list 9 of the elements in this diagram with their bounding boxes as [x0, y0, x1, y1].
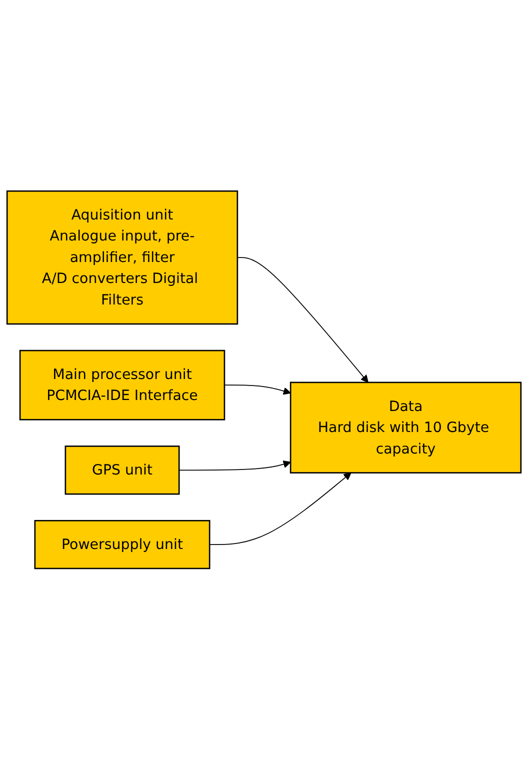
- node-box: Data Hard disk with 10 Gbyte capacity: [290, 382, 522, 474]
- node-box: Powersupply unit: [34, 520, 210, 569]
- arrow: [224, 384, 291, 394]
- arrow: [236, 256, 368, 382]
- arrow: [209, 472, 352, 545]
- arrow: [178, 460, 291, 470]
- node-box: Main processor unit PCMCIA-IDE Interface: [19, 350, 226, 420]
- node-box: GPS unit: [64, 445, 180, 494]
- node-box: Aquisition unit Analogue input, pre-amplifier, filter A/D converters Digital Filters: [6, 190, 238, 324]
